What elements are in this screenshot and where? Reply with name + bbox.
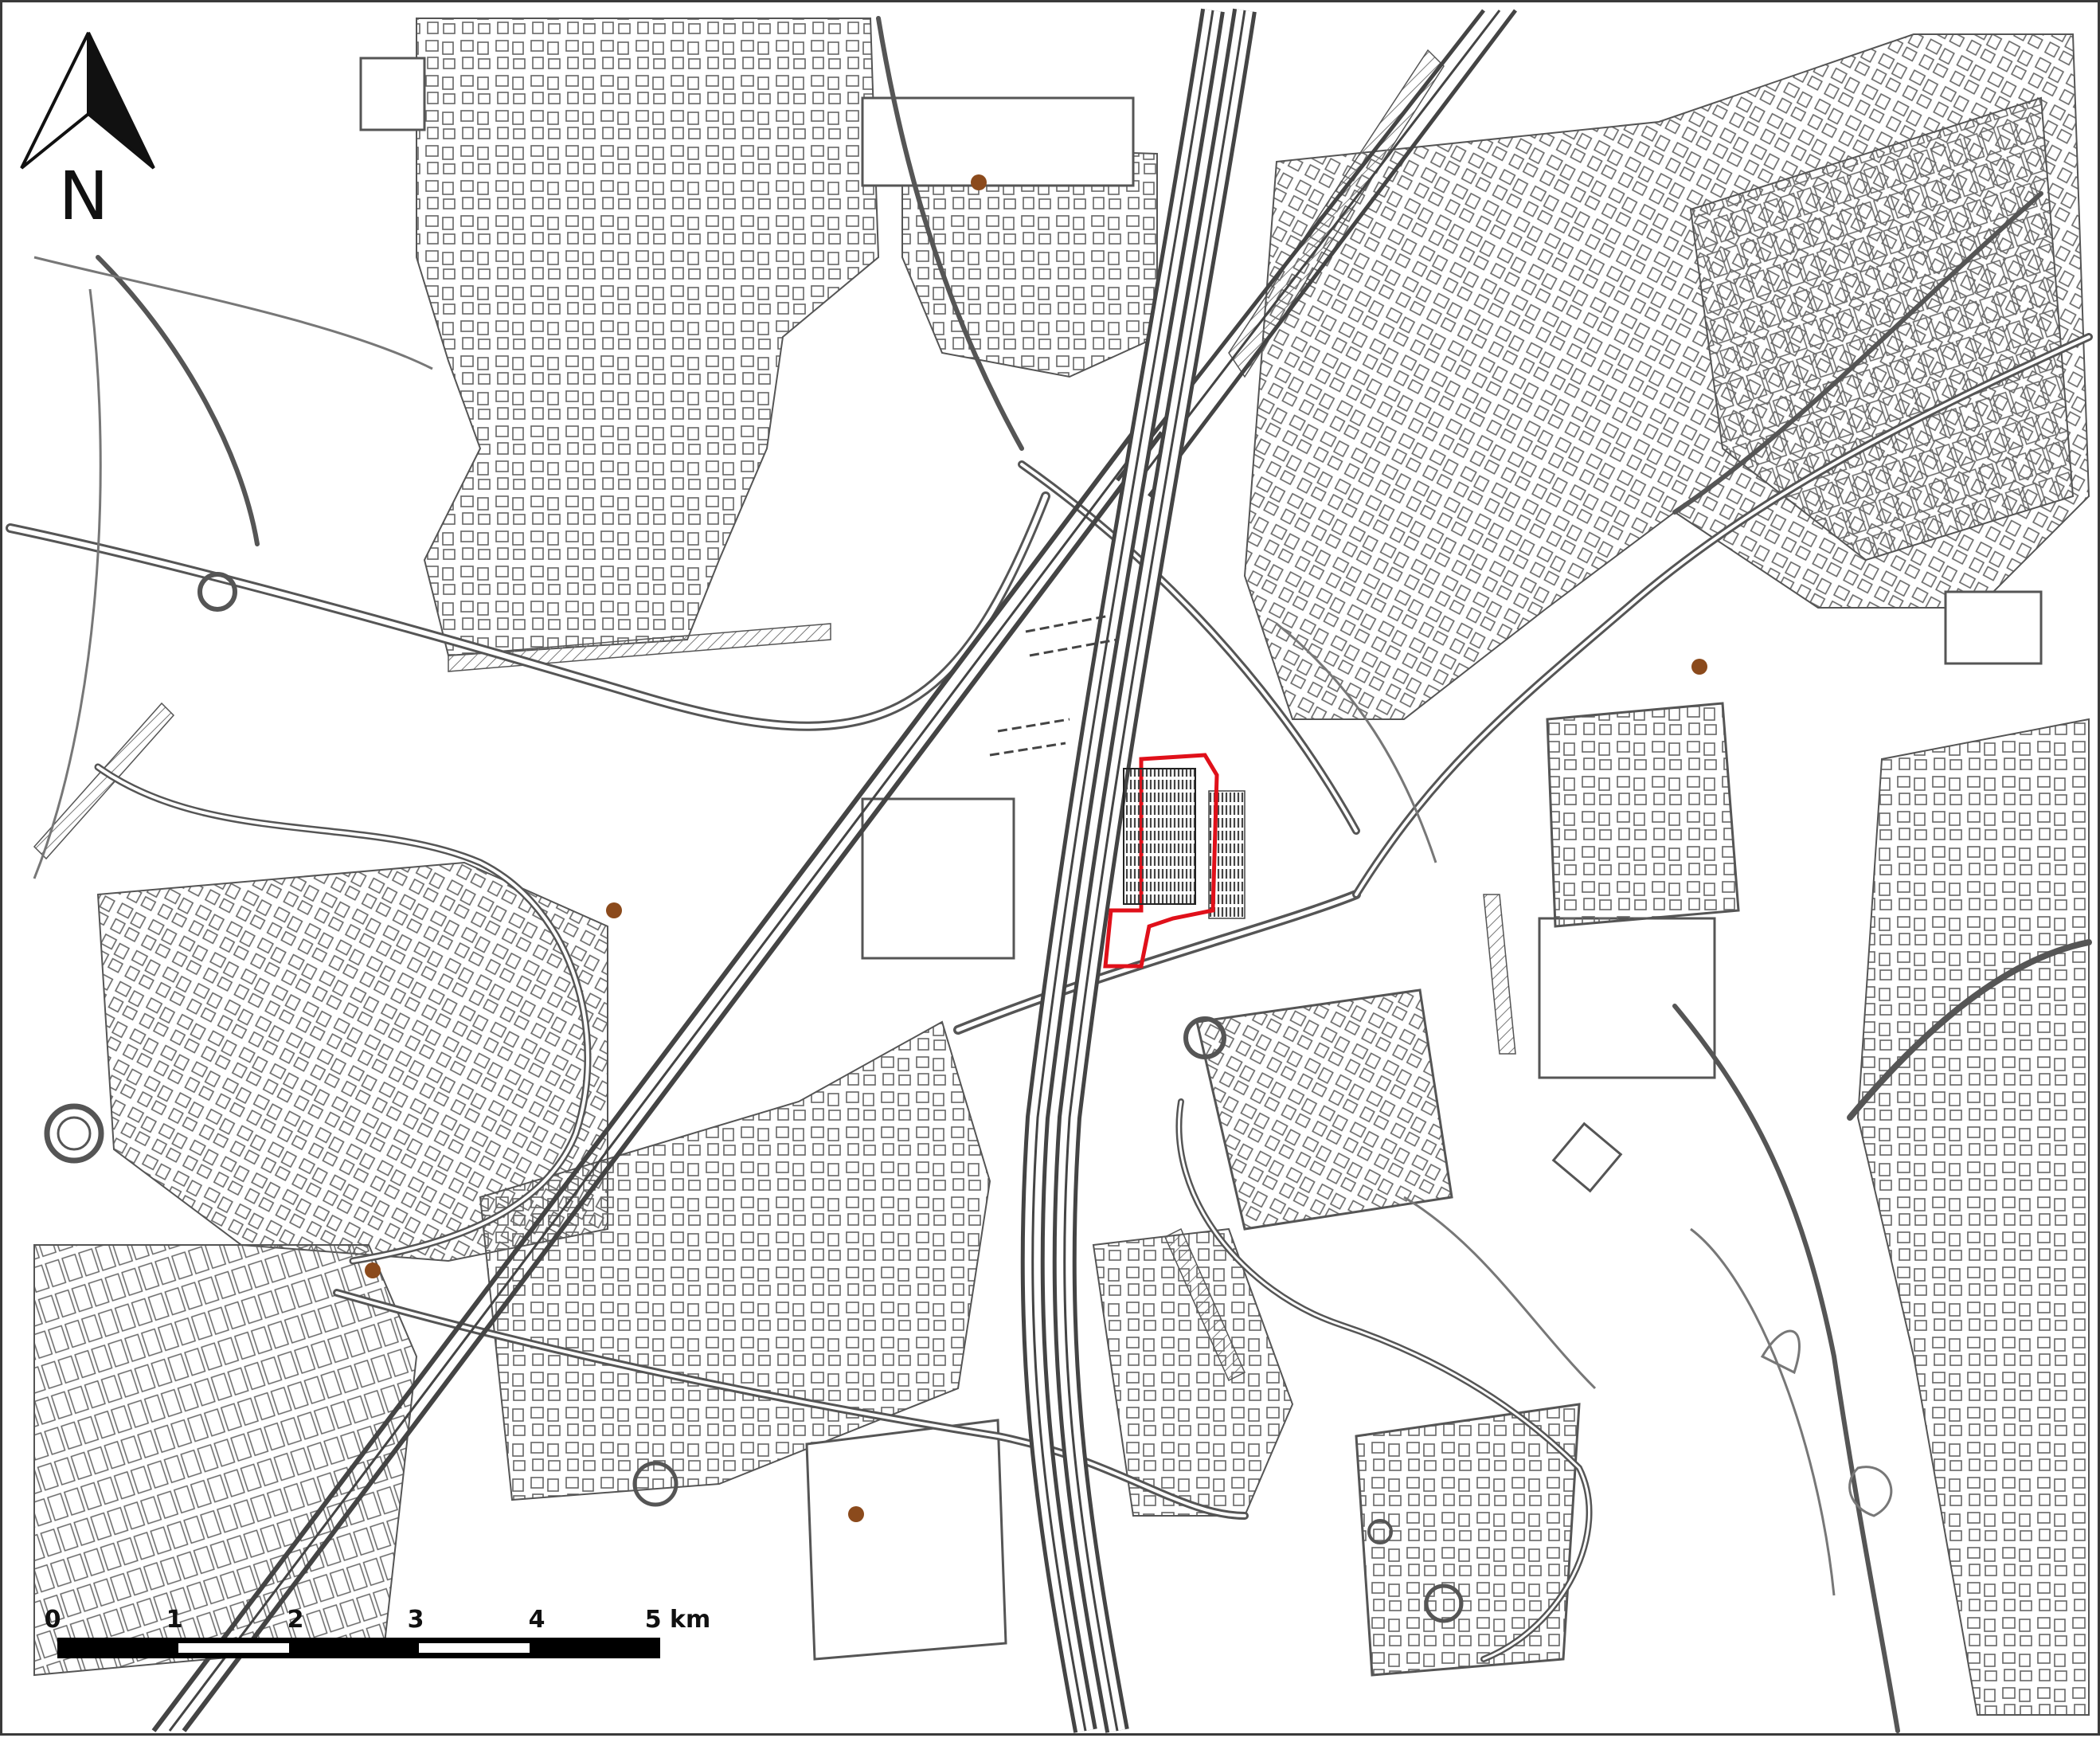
residential-block-southeast-of-line xyxy=(1092,1227,1294,1517)
east-industrial xyxy=(1546,702,1740,928)
scale-segment-light-1 xyxy=(178,1643,289,1653)
north-label: N xyxy=(59,157,109,235)
scale-segment-light-2 xyxy=(419,1643,530,1653)
railway-ne-c xyxy=(1148,9,1517,498)
railway-diagonal-c xyxy=(182,431,1164,1732)
marker-north xyxy=(971,174,987,190)
scale-end-label: 5 km xyxy=(645,1606,711,1634)
residential-block-south-centre xyxy=(479,1020,991,1501)
markers[interactable] xyxy=(365,174,1707,1522)
residential-block-southwest xyxy=(33,1244,418,1677)
commercial-parcels xyxy=(359,57,2043,1677)
railway-ne-b xyxy=(1132,10,1501,489)
north-arrow: N xyxy=(20,32,155,235)
residential-block-north xyxy=(416,18,880,657)
nw-small-building xyxy=(359,57,426,131)
open-land-boundaries xyxy=(33,256,1893,1596)
road-north-access xyxy=(876,16,1024,451)
east-sports-pitch xyxy=(1538,917,1716,1079)
road-junction-link-inner xyxy=(956,892,1359,1032)
residential-areas xyxy=(33,18,2090,1716)
marker-west-centre xyxy=(606,902,622,918)
marker-east xyxy=(1691,659,1707,675)
residential-block-east-terraces xyxy=(1689,96,2075,562)
east-tennis-courts xyxy=(1944,590,2043,665)
roundabouts xyxy=(44,572,1464,1623)
campus-buildings-north xyxy=(1195,988,1453,1231)
north-warehouse xyxy=(861,96,1135,187)
road-far-east xyxy=(1847,939,2092,1121)
residential-block-north-estate xyxy=(901,144,1158,378)
road-east-arterial-inner xyxy=(1355,335,2090,896)
campus-buildings xyxy=(1355,1403,1581,1677)
railway-diagonal-b xyxy=(168,432,1151,1732)
road-western-curve-inner xyxy=(8,494,1048,729)
road-south-main-inner xyxy=(335,1291,1246,1517)
scale-tick-1: 1 xyxy=(166,1606,183,1634)
road-ne-residential xyxy=(1672,191,2043,515)
scale-tick-0: 0 xyxy=(45,1606,61,1634)
south-square-building xyxy=(1551,1121,1623,1193)
railways xyxy=(151,9,1517,1732)
marker-south xyxy=(848,1506,864,1522)
marker-southwest xyxy=(365,1262,381,1278)
road-east-south xyxy=(1672,1004,1900,1733)
railway-diagonal-a xyxy=(151,431,1136,1732)
north-arrow-icon xyxy=(20,32,155,170)
residential-block-far-east xyxy=(1856,718,2090,1716)
motorway xyxy=(1020,8,1257,1733)
scale-tick-4: 4 xyxy=(529,1606,546,1634)
road-campus-loop-inner xyxy=(1177,1100,1591,1661)
road-north-west-lane xyxy=(96,255,260,546)
south-retail-block xyxy=(805,1419,1007,1661)
scale-tick-2: 2 xyxy=(287,1606,304,1634)
site-boundary[interactable] xyxy=(1103,753,1219,969)
scale-bar: 0 1 2 3 4 5 km xyxy=(45,1606,711,1658)
road-network xyxy=(6,16,2093,1733)
road-west-loop-inner xyxy=(96,765,589,1262)
retail-warehouse xyxy=(861,797,1015,960)
scale-tick-3: 3 xyxy=(408,1606,424,1634)
